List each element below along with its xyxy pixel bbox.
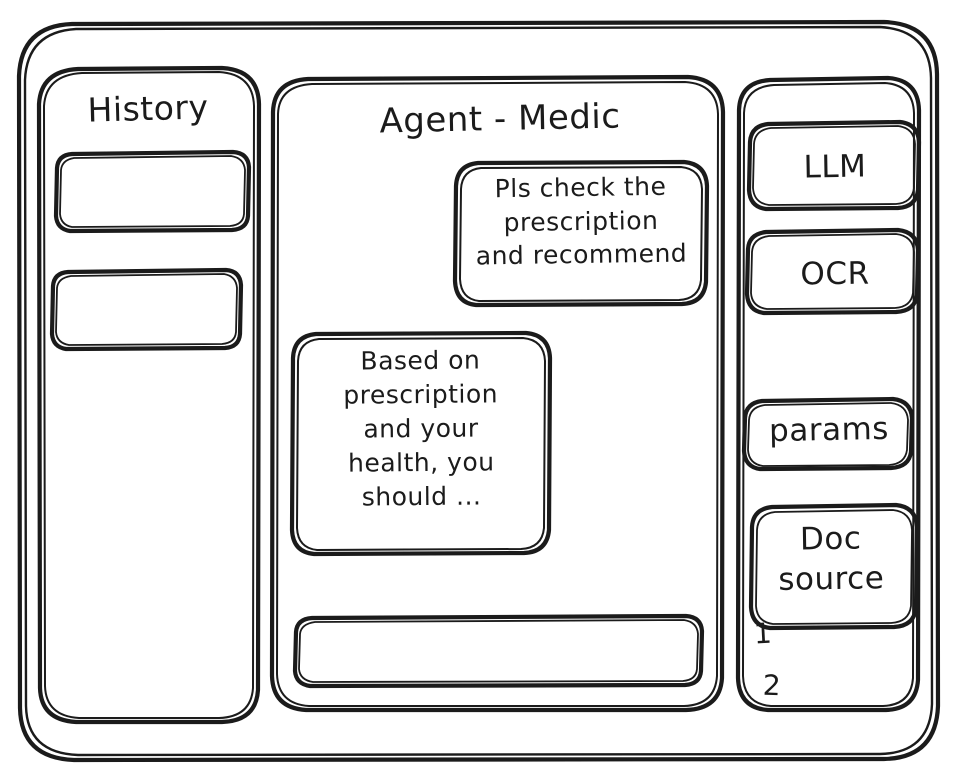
main-panel	[272, 77, 723, 710]
history-panel	[38, 68, 259, 722]
sidebar-panel	[738, 78, 919, 710]
